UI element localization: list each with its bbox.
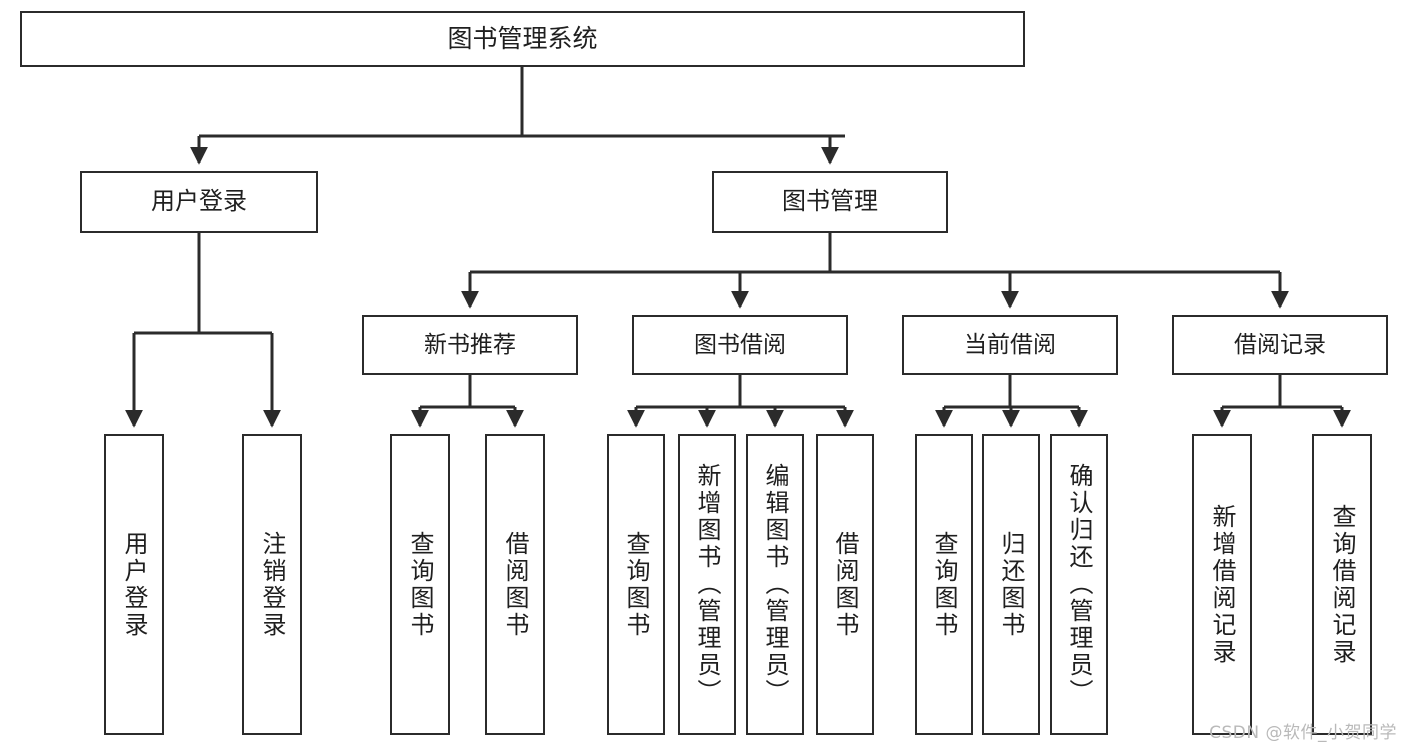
node-leaf-borrow-book-1[interactable]: 借阅图书 xyxy=(485,434,545,735)
node-leaf-query-book-3[interactable]: 查询图书 xyxy=(915,434,973,735)
node-new-book-rec-label: 新书推荐 xyxy=(424,331,516,358)
connector-group-borrow-record xyxy=(1213,375,1351,428)
node-leaf-borrow-book-1-label: 借阅图书 xyxy=(501,530,529,639)
node-root-label: 图书管理系统 xyxy=(447,23,598,53)
node-book-borrow-label: 图书借阅 xyxy=(694,331,786,358)
node-leaf-query-book-2[interactable]: 查询图书 xyxy=(607,434,665,735)
node-leaf-query-book-1[interactable]: 查询图书 xyxy=(390,434,450,735)
connector-group-book-manage xyxy=(461,233,1289,309)
node-leaf-user-logout-label: 注销登录 xyxy=(258,530,286,639)
node-leaf-query-book-1-label: 查询图书 xyxy=(406,530,434,639)
connector-group-current-borrow xyxy=(935,375,1088,428)
node-new-book-rec[interactable]: 新书推荐 xyxy=(362,315,578,375)
node-leaf-confirm-return[interactable]: 确认归还（管理员） xyxy=(1050,434,1108,735)
node-current-borrow[interactable]: 当前借阅 xyxy=(902,315,1118,375)
node-leaf-borrow-book-2-label: 借阅图书 xyxy=(831,530,859,639)
node-user-login-label: 用户登录 xyxy=(151,187,247,216)
node-current-borrow-label: 当前借阅 xyxy=(964,331,1056,358)
connector-group-root xyxy=(190,67,845,165)
node-leaf-return-book-label: 归还图书 xyxy=(997,530,1025,639)
node-leaf-add-record-label: 新增借阅记录 xyxy=(1208,503,1236,666)
node-leaf-confirm-return-label: 确认归还（管理员） xyxy=(1065,463,1093,706)
node-leaf-query-record-label: 查询借阅记录 xyxy=(1328,503,1356,666)
node-book-manage-label: 图书管理 xyxy=(782,187,878,216)
node-leaf-edit-book[interactable]: 编辑图书（管理员） xyxy=(746,434,804,735)
node-borrow-record-label: 借阅记录 xyxy=(1234,331,1326,358)
node-leaf-user-login[interactable]: 用户登录 xyxy=(104,434,164,735)
node-leaf-user-logout[interactable]: 注销登录 xyxy=(242,434,302,735)
node-borrow-record[interactable]: 借阅记录 xyxy=(1172,315,1388,375)
connector-group-book-borrow xyxy=(627,375,854,428)
node-book-borrow[interactable]: 图书借阅 xyxy=(632,315,848,375)
node-leaf-edit-book-label: 编辑图书（管理员） xyxy=(761,463,789,706)
node-root[interactable]: 图书管理系统 xyxy=(20,11,1025,67)
connector-group-user-login xyxy=(125,233,281,428)
node-leaf-borrow-book-2[interactable]: 借阅图书 xyxy=(816,434,874,735)
node-leaf-query-book-3-label: 查询图书 xyxy=(930,530,958,639)
node-leaf-user-login-label: 用户登录 xyxy=(120,530,148,639)
node-leaf-add-book-label: 新增图书（管理员） xyxy=(693,463,721,706)
node-leaf-return-book[interactable]: 归还图书 xyxy=(982,434,1040,735)
node-user-login[interactable]: 用户登录 xyxy=(80,171,318,233)
connector-group-new-book-rec xyxy=(411,375,524,428)
node-leaf-add-record[interactable]: 新增借阅记录 xyxy=(1192,434,1252,735)
node-leaf-query-book-2-label: 查询图书 xyxy=(622,530,650,639)
node-book-manage[interactable]: 图书管理 xyxy=(712,171,948,233)
node-leaf-query-record[interactable]: 查询借阅记录 xyxy=(1312,434,1372,735)
node-leaf-add-book[interactable]: 新增图书（管理员） xyxy=(678,434,736,735)
